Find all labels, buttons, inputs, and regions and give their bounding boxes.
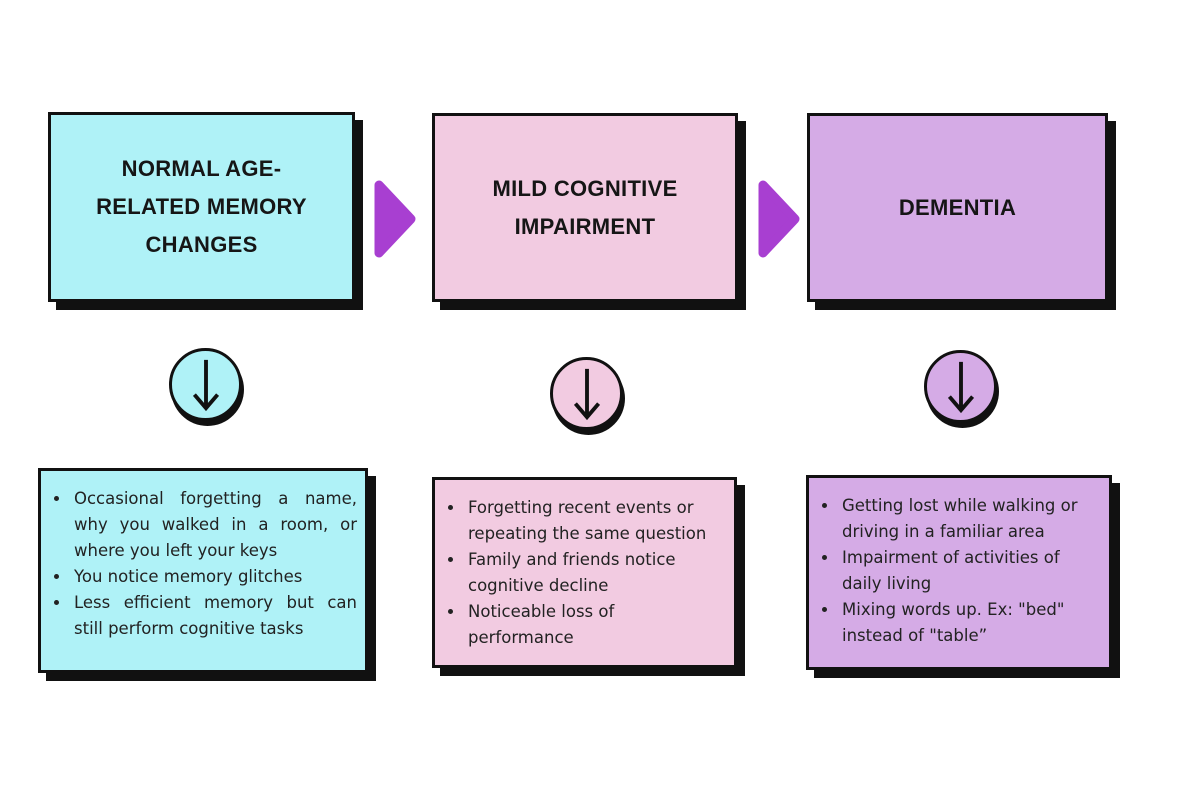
bullet-item: Family and friends notice cognitive decl…	[465, 547, 717, 599]
bullet-list: Getting lost while walking or driving in…	[809, 478, 1109, 649]
detail-box-dementia: Getting lost while walking or driving in…	[806, 475, 1112, 670]
bullet-item: Impairment of activities of daily living	[839, 545, 1097, 597]
detail-box-normal-age-related-memory-changes: Occasional forgetting a name, why you wa…	[38, 468, 368, 673]
stage-title: NORMAL AGE-RELATED MEMORY CHANGES	[96, 156, 307, 257]
title-box-normal-age-related-memory-changes: NORMAL AGE-RELATED MEMORY CHANGES	[48, 112, 355, 302]
down-arrow-icon	[924, 350, 997, 423]
bullet-item: Noticeable loss of performance	[465, 599, 717, 651]
right-arrow-icon	[373, 177, 417, 261]
stage-title: MILD COGNITIVE IMPAIRMENT	[492, 175, 678, 239]
stage-title: DEMENTIA	[898, 194, 1017, 220]
detail-box-mild-cognitive-impairment: Forgetting recent events or repeating th…	[432, 477, 737, 668]
bullet-item: Getting lost while walking or driving in…	[839, 493, 1097, 545]
bullet-item: Less efficient memory but can still perf…	[71, 590, 357, 642]
bullet-item: You notice memory glitches	[71, 564, 357, 590]
down-arrow-icon	[169, 348, 242, 421]
right-arrow-icon	[757, 177, 801, 261]
bullet-list: Forgetting recent events or repeating th…	[435, 480, 734, 651]
bullet-item: Forgetting recent events or repeating th…	[465, 495, 717, 547]
title-box-mild-cognitive-impairment: MILD COGNITIVE IMPAIRMENT	[432, 113, 738, 302]
down-arrow-icon	[550, 357, 623, 430]
bullet-list: Occasional forgetting a name, why you wa…	[41, 471, 365, 642]
bullet-item: Mixing words up. Ex: "bed" instead of "t…	[839, 597, 1097, 649]
title-box-dementia: DEMENTIA	[807, 113, 1108, 302]
bullet-item: Occasional forgetting a name, why you wa…	[71, 486, 357, 564]
